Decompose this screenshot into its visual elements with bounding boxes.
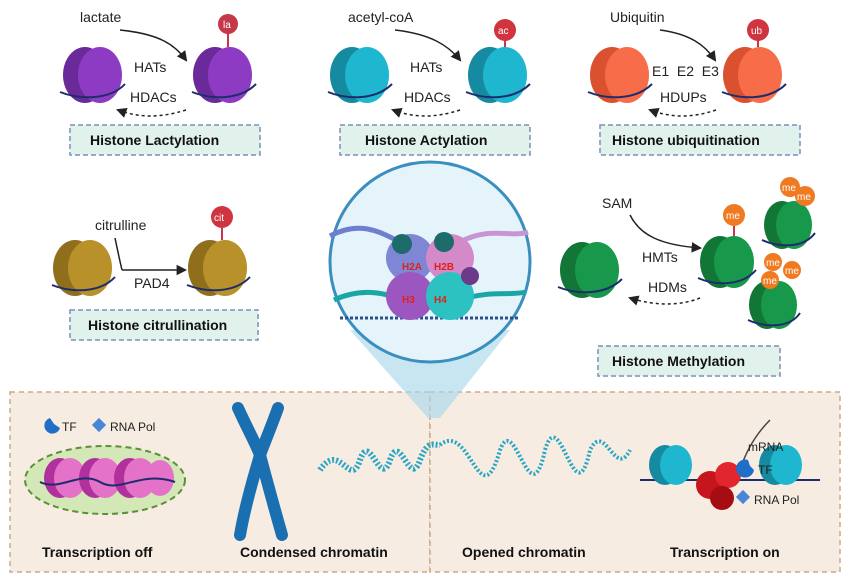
lactylation-title: Histone Lactylation	[90, 132, 219, 148]
citrullination-forward-enzyme: PAD4	[134, 275, 170, 291]
nucleosome-unmodified	[557, 242, 623, 298]
condensed-chromatin-label: Condensed chromatin	[240, 544, 388, 560]
mark-la-label: la	[223, 20, 231, 31]
nucleosome-modified: ac	[465, 19, 531, 103]
lactylation-forward-enzyme: HATs	[134, 59, 166, 75]
nucleosome-trimethyl: me me me	[747, 253, 801, 329]
ubiquitination-forward-enzyme: E1 E2 E3	[652, 63, 719, 79]
methylation-title: Histone Methylation	[612, 353, 745, 369]
ubiquitination-reverse-enzyme: HDUPs	[660, 89, 707, 105]
citrullination-substrate: citrulline	[95, 217, 147, 233]
transcription-on-label: Transcription on	[670, 544, 780, 560]
panel-methylation: me me me me me me SAM HMTs HDMs Histo	[557, 177, 816, 377]
mark-me-label: me	[726, 211, 740, 222]
rna-pol-icon	[735, 489, 751, 505]
nucleosome-modified: la	[191, 14, 257, 103]
active-transcription: mRNA TF RNA Pol	[640, 419, 820, 510]
methylation-forward-enzyme: HMTs	[642, 249, 678, 265]
lactylation-reverse-enzyme: HDACs	[130, 89, 177, 105]
panel-citrullination: cit citrulline PAD4 Histone citrullinati…	[51, 206, 259, 341]
active-rnapol-label: RNA Pol	[754, 493, 799, 507]
legend-rnapol-label: RNA Pol	[110, 420, 155, 434]
mark-me-label: me	[763, 276, 777, 287]
acetylation-forward-enzyme: HATs	[410, 59, 442, 75]
rna-pol-icon	[91, 417, 107, 433]
nucleosome-magnifier: H2A H2B H3 H4	[328, 160, 532, 364]
panel-ubiquitination: ub Ubiquitin E1 E2 E3 HDUPs Histone ubiq…	[587, 9, 801, 156]
acetylation-title: Histone Actylation	[365, 132, 487, 148]
mark-ub-label: ub	[751, 26, 763, 37]
methylation-reverse-enzyme: HDMs	[648, 279, 687, 295]
mark-me-label: me	[782, 183, 796, 194]
legend-tf-label: TF	[62, 420, 77, 434]
acetylation-reverse-enzyme: HDACs	[404, 89, 451, 105]
mark-me-label: me	[797, 192, 811, 203]
mark-cit-label: cit	[214, 213, 224, 224]
legend: TF RNA Pol	[44, 417, 155, 434]
nucleosome-dimethyl: me me	[761, 177, 816, 249]
closed-chromatin-nucleosomes	[24, 445, 186, 515]
mark-ac-label: ac	[498, 26, 509, 37]
nucleosome-unmodified	[587, 47, 653, 103]
nucleosome-unmodified	[51, 240, 116, 296]
mark-me-label: me	[766, 258, 780, 269]
nucleosome-unmodified	[59, 47, 126, 103]
citrullination-title: Histone citrullination	[88, 317, 227, 333]
mark-me-label: me	[785, 266, 799, 277]
methylation-substrate: SAM	[602, 195, 632, 211]
nucleosome-modified: cit	[186, 206, 251, 296]
chromosome-icon	[232, 402, 288, 541]
ubiquitination-substrate: Ubiquitin	[610, 9, 664, 25]
nucleosome-modified: me	[697, 204, 757, 288]
ubiquitination-title: Histone ubiquitination	[612, 132, 760, 148]
active-tf-label: TF	[758, 463, 773, 477]
histone-h3-label: H3	[402, 295, 415, 306]
acetylation-substrate: acetyl-coA	[348, 9, 414, 25]
panel-acetylation: ac acetyl-coA HATs HDACs Histone Actylat…	[327, 9, 531, 156]
opened-chromatin-fiber	[438, 435, 632, 478]
histone-h2a-label: H2A	[402, 262, 422, 273]
tf-icon	[44, 418, 60, 434]
tf-icon	[736, 459, 754, 478]
transcription-off-label: Transcription off	[42, 544, 153, 560]
histone-h2b-label: H2B	[434, 262, 454, 273]
condensed-chromatin-fiber	[317, 441, 441, 473]
lactylation-substrate: lactate	[80, 9, 121, 25]
nucleosome-modified: ub	[721, 19, 787, 103]
nucleosome-unmodified	[327, 47, 393, 103]
mrna-label: mRNA	[748, 440, 783, 454]
histone-h4-label: H4	[434, 295, 447, 306]
opened-chromatin-label: Opened chromatin	[462, 544, 586, 560]
panel-lactylation: la lactate HATs HDACs Histone Lactylatio…	[59, 9, 261, 156]
